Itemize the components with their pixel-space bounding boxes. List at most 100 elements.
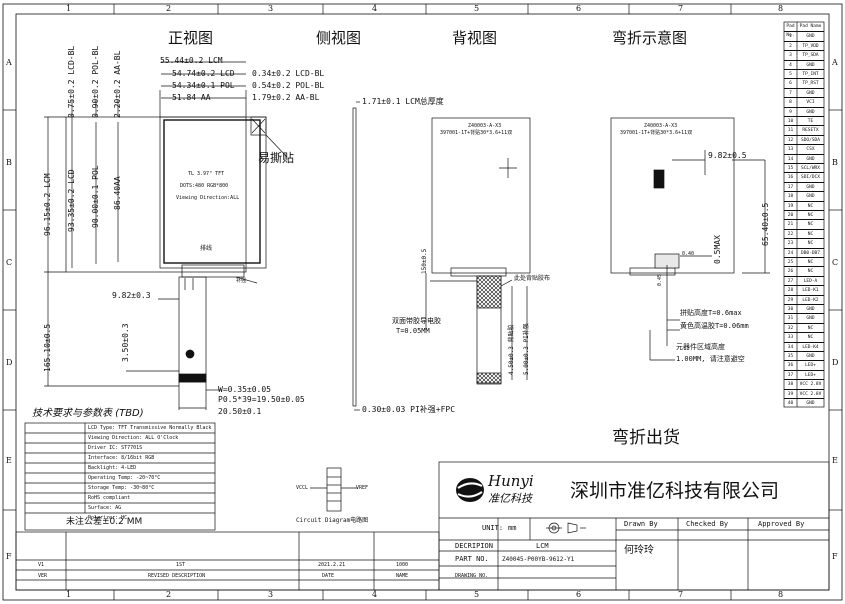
pin-function: VCC 2.8V xyxy=(799,391,822,397)
pin-number: 32 xyxy=(787,325,794,331)
pin-function: GND xyxy=(806,316,815,322)
pin-function: VCC 2.8V xyxy=(799,382,822,388)
dim-lcd-width: 54.74±0.2 LCD xyxy=(172,69,235,78)
fold-label-2: 397001-1T+背贴30*3.6+11双 xyxy=(620,130,693,136)
dim-left-pol-bl: 0.90±0.2 POL-BL xyxy=(91,45,100,118)
spec-line-4: Interface: 8/16bit RGB xyxy=(88,455,155,461)
pin-row: 38 VCC 2.8V xyxy=(784,379,824,389)
back-label-2: 397001-1T+背贴30*3.6+11双 xyxy=(440,130,513,136)
dim-aa-height: 86.40AA xyxy=(113,176,122,210)
back-label-1: Z40003-A-X3 xyxy=(468,123,502,129)
pin-function: GND xyxy=(806,109,815,115)
circuit-right-label: VREF xyxy=(356,485,369,491)
back-tape-thickness: T=0.05MM xyxy=(396,327,430,335)
pin-number: 31 xyxy=(787,316,794,322)
revision-version: V1 xyxy=(38,562,45,568)
pin-number: 27 xyxy=(787,278,794,284)
back-tape-label: 双面带胶导电胶 xyxy=(392,317,441,325)
circuit-label: Circuit Diagram电路图 xyxy=(296,517,369,524)
drawing-no-label: DRAWING NO. xyxy=(455,573,489,579)
pin-number: 19 xyxy=(787,203,794,209)
pin-number: 29 xyxy=(787,297,794,303)
part-no-label: PART NO. xyxy=(455,555,489,563)
dim-pol-bl: 0.54±0.2 POL-BL xyxy=(252,81,325,90)
company-logo-icon xyxy=(456,478,484,502)
pin-row: 25 NC xyxy=(784,257,824,267)
pin-table-header: Pad No.Pad Name xyxy=(784,22,824,38)
pin-function: TP_RST xyxy=(802,81,819,87)
zone-col-5: 5 xyxy=(474,4,480,13)
pin-number: 20 xyxy=(787,213,794,218)
pin-function: LED+ xyxy=(805,363,816,369)
unit-value: mm xyxy=(508,524,517,532)
revision-name: 1000 xyxy=(396,562,409,568)
pin-number: 18 xyxy=(787,194,794,200)
zone-col-2: 2 xyxy=(166,4,172,13)
pin-number: 4 xyxy=(789,62,792,68)
zone-col-5-bottom: 5 xyxy=(474,590,480,599)
pin-number: 25 xyxy=(787,260,794,265)
pin-number: 3 xyxy=(789,53,792,59)
pin-number: 17 xyxy=(787,184,794,190)
spec-line-9: Surface: AG xyxy=(88,505,122,511)
pin-number: 38 xyxy=(787,382,794,388)
zone-col-6: 6 xyxy=(576,4,582,13)
pin-number: 39 xyxy=(787,391,794,397)
zone-col-7-bottom: 7 xyxy=(678,590,684,599)
dim-thickness: 1.71±0.1 LCM总厚度 xyxy=(362,97,444,106)
drawer-name: 何玲玲 xyxy=(624,545,654,556)
pin-function: LED+ xyxy=(805,372,816,378)
pin-function: NC xyxy=(807,260,814,265)
dim-left-aa-bl: 2.20±0.2 AA-BL xyxy=(113,50,122,118)
pin-row: 5 TP_INT xyxy=(784,69,824,79)
zone-row-b: B xyxy=(6,158,12,167)
pin-function: DB0-DB7 xyxy=(801,250,820,256)
spec-line-10: Polarizer: HC xyxy=(88,515,128,521)
pin-function: GND xyxy=(806,62,815,68)
dim-lcd-height: 93.35±0.2 LCD xyxy=(67,169,76,232)
pin-function: TP_SDA xyxy=(802,53,819,59)
zone-row-e: E xyxy=(6,456,12,465)
dim-lcm-width: 55.44±0.2 LCM xyxy=(160,56,223,65)
pin-number: 30 xyxy=(787,307,794,312)
zone-row-e-right: E xyxy=(832,456,838,465)
drawn-by-label: Drawn By xyxy=(624,520,658,528)
fold-small: 0.40 xyxy=(682,251,695,257)
pin-number: 1 xyxy=(789,34,792,40)
front-view-title: 正视图 xyxy=(168,29,214,47)
pin-row: 31 GND xyxy=(784,313,824,323)
pin-number: 21 xyxy=(787,222,794,228)
pin-number: 12 xyxy=(787,137,794,143)
tear-tab-label: 易撕贴 xyxy=(258,151,295,165)
pin-function: LED-A xyxy=(803,278,818,284)
fold-offset: 9.82±0.5 xyxy=(708,151,747,160)
pin-number: 40 xyxy=(787,401,794,406)
fold-note-1: 拼贴高度T=0.6max xyxy=(680,309,742,317)
pin-number: 26 xyxy=(787,269,794,275)
dim-left-lcd-bl: 0.75±0.2 LCD-BL xyxy=(67,45,76,118)
fold-max: 0.5MAX xyxy=(713,235,722,264)
dim-total-height: 165.10±0.5 xyxy=(43,323,52,372)
zone-col-3: 3 xyxy=(268,4,274,13)
pin-header-name: Pad Name xyxy=(799,24,822,29)
pin-function: NC xyxy=(807,241,814,247)
pin-number: 14 xyxy=(787,156,794,162)
pin-function: TP_INT xyxy=(802,72,819,77)
pin-number: 5 xyxy=(789,72,792,77)
dim-pin-width: W=0.35±0.05 xyxy=(218,385,271,394)
